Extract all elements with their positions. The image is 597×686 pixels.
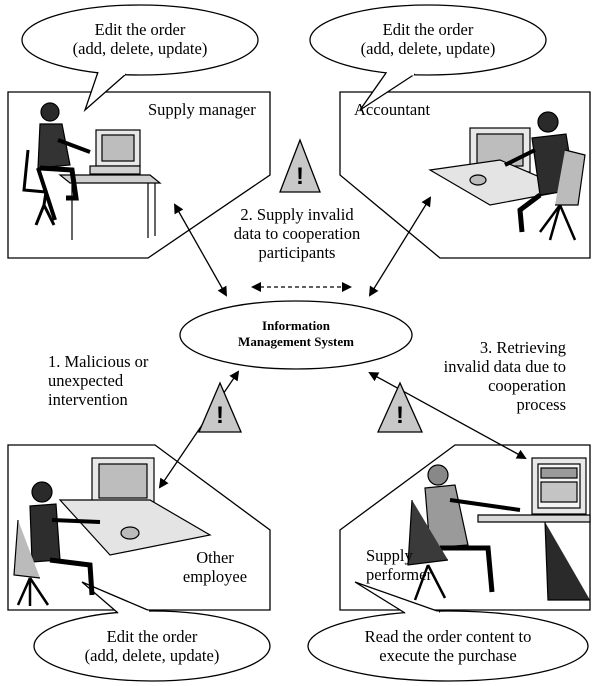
bubble-line: (add, delete, update) (84, 646, 220, 665)
threat-line: process (516, 395, 566, 414)
threat-line: invalid data due to (443, 357, 566, 376)
panel-supply-performer (339, 444, 591, 611)
speech-bubble-bottom-left (33, 581, 271, 682)
bubble-line: execute the purchase (379, 646, 517, 665)
speech-bubble-bottom-right (307, 581, 589, 682)
threat-line: unexpected (48, 371, 124, 390)
bubble-line: Edit the order (382, 20, 474, 39)
bubble-line: Edit the order (94, 20, 186, 39)
role-line: performer (366, 565, 432, 584)
person-icon (424, 464, 521, 593)
bubble-top-right-text: Edit the order (add, delete, update) (328, 20, 528, 58)
warning-triangle-icon (376, 381, 424, 433)
threat-line: 3. Retrieving (479, 338, 566, 357)
role-line: employee (182, 567, 248, 586)
bubble-bottom-right-text: Read the order content to execute the pu… (328, 627, 568, 665)
other-employee-illustration (13, 457, 212, 606)
warning-triangle-icon (279, 138, 321, 193)
computer-icon (91, 457, 155, 511)
role-line: Other (196, 548, 234, 567)
person-icon (36, 102, 91, 221)
arrow-other-employee (158, 370, 240, 489)
bubble-line: (add, delete, update) (360, 39, 496, 58)
role-line: Supply (366, 546, 413, 565)
speech-bubble-top-right (309, 4, 547, 111)
threat-line: participants (258, 243, 336, 262)
warning-mark: ! (396, 402, 404, 429)
person-icon (29, 481, 101, 596)
threat-line: data to cooperation (233, 224, 361, 243)
bubble-line: Read the order content to (364, 627, 532, 646)
warning-mark: ! (216, 402, 224, 429)
threat-1-label: 1. Malicious or unexpected intervention (48, 352, 148, 409)
role-supply-performer: Supply performer (366, 546, 432, 584)
arrow-supply-manager (174, 203, 227, 297)
threat-line: cooperation (488, 376, 566, 395)
accountant-illustration (428, 111, 586, 241)
speech-bubble-top-left (21, 4, 259, 113)
threat-line: 1. Malicious or (48, 352, 149, 371)
role-other-employee: Other employee (170, 548, 260, 586)
bubble-line: (add, delete, update) (72, 39, 208, 58)
role-supply-manager: Supply manager (148, 100, 256, 119)
ims-line: Management System (238, 334, 354, 349)
ims-label: Information Management System (200, 318, 392, 350)
arrow-accountant (368, 196, 432, 297)
threat-line: intervention (48, 390, 128, 409)
ims-ellipse (179, 300, 413, 370)
bubble-top-left-text: Edit the order (add, delete, update) (40, 20, 240, 58)
arrow-supply-performer (368, 372, 527, 459)
ims-line: Information (262, 318, 330, 333)
computer-icon (531, 457, 587, 515)
supply-performer-illustration (407, 457, 591, 601)
supply-manager-illustration (22, 102, 162, 240)
bubble-bottom-left-text: Edit the order (add, delete, update) (52, 627, 252, 665)
warning-mark: ! (296, 163, 304, 190)
threat-line: 2. Supply invalid (240, 205, 354, 224)
computer-icon (89, 129, 141, 175)
warning-triangle-icon (198, 381, 242, 433)
threat-2-label: 2. Supply invalid data to cooperation pa… (212, 205, 382, 262)
bubble-line: Edit the order (106, 627, 198, 646)
role-accountant: Accountant (354, 100, 431, 119)
threat-3-label: 3. Retrieving invalid data due to cooper… (420, 338, 566, 414)
